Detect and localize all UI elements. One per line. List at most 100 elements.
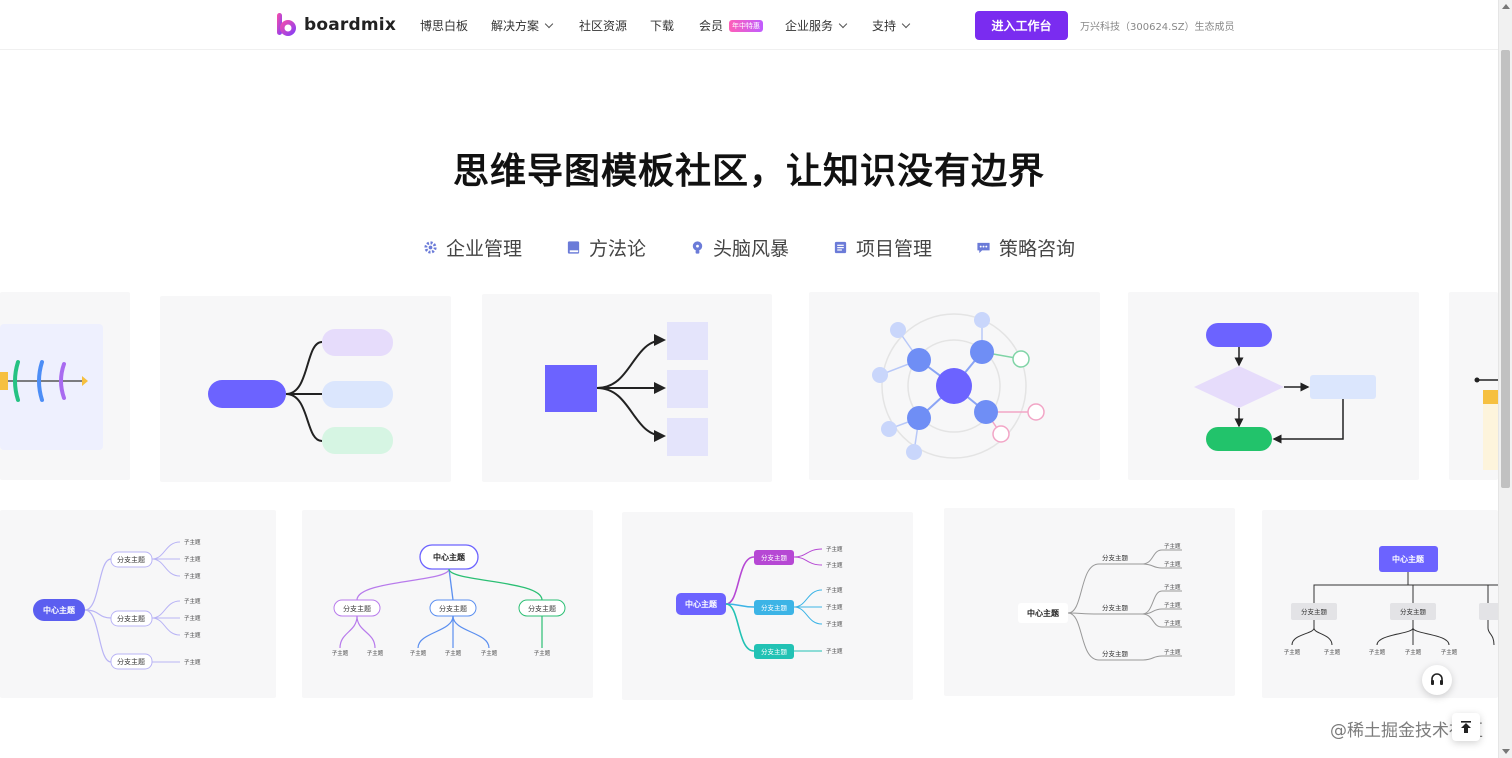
center-topic-label: 中心主题: [1392, 554, 1425, 564]
nav-item-membership[interactable]: 会员年中特惠: [699, 17, 764, 34]
nav-item-support[interactable]: 支持: [872, 17, 911, 34]
template-card-org-chart[interactable]: 中心主题 分支主题 分支主题 分支主题 子主题 子主题 子主题 子: [302, 510, 593, 698]
nav-item-download[interactable]: 下载: [650, 17, 674, 34]
subtopic-label: 子主题: [184, 597, 201, 605]
nav-label: 企业服务: [785, 19, 834, 33]
template-card-fishbone[interactable]: [0, 292, 130, 480]
colorful-mindmap-preview: 中心主题 分支主题 分支主题 分支主题 子主题 子主题 子主题 子主题 子主题 …: [676, 545, 843, 659]
template-card-network[interactable]: [809, 292, 1100, 480]
branch-topic-label: 分支主题: [1102, 649, 1129, 658]
arrow-up-icon: [1461, 721, 1471, 733]
branch-topic-label: 分支主题: [1102, 553, 1129, 562]
brand-logo[interactable]: boardmix: [276, 12, 396, 38]
subtopic-label: 子主题: [1164, 648, 1181, 656]
template-card-flowchart[interactable]: [1128, 292, 1419, 480]
branch-topic-label: 分支主题: [761, 553, 788, 562]
center-topic-label: 中心主题: [1027, 608, 1060, 618]
subtopic-label: 子主题: [1284, 648, 1301, 656]
enter-workspace-button[interactable]: 进入工作台: [975, 11, 1068, 40]
subtopic-label: 子主题: [826, 620, 843, 628]
center-topic-label: 中心主题: [433, 552, 466, 562]
branch-topic-label: 分支主题: [117, 614, 145, 623]
center-topic-label: 中心主题: [685, 599, 718, 609]
back-to-top-button[interactable]: [1452, 713, 1480, 741]
promo-badge: 年中特惠: [729, 19, 764, 32]
top-navigation-bar: boardmix 博思白板 解决方案 社区资源 下载 会员年中特惠 企业服务 支…: [0, 0, 1498, 50]
book-icon: [567, 241, 580, 254]
chat-icon: [977, 242, 990, 254]
tab-enterprise-management[interactable]: 企业管理: [423, 234, 522, 261]
org-chart-preview: 中心主题 分支主题 分支主题 分支主题 子主题 子主题 子主题 子: [332, 544, 566, 657]
template-card-mindmap-right[interactable]: 中心主题 分支主题 分支主题 分支主题 子主题 子主题 子主题 子主题 子主题 …: [0, 510, 276, 698]
tab-methodology[interactable]: 方法论: [566, 234, 646, 261]
network-preview: [872, 312, 1045, 460]
subtopic-label: 子主题: [1164, 542, 1181, 550]
branch-topic-label: 分支主题: [1400, 607, 1427, 616]
tab-label: 项目管理: [856, 238, 933, 260]
subtopic-label: 子主题: [184, 631, 201, 639]
subtopic-label: 子主题: [1164, 601, 1181, 609]
template-card-logic-chart[interactable]: [160, 296, 451, 482]
branch-topic-label: 分支主题: [343, 604, 371, 613]
tab-label: 策略咨询: [999, 238, 1076, 260]
subtopic-label: 子主题: [445, 649, 462, 657]
gear-icon: [424, 241, 437, 254]
fishbone-preview: [0, 324, 103, 450]
nav-label: 博思白板: [420, 19, 469, 33]
tab-strategy-consulting[interactable]: 策略咨询: [976, 234, 1075, 261]
tree-chart-preview: 中心主题 分支主题 分支主题 子主题 子主题 子主题 子主题 子主题: [1284, 546, 1498, 656]
subtopic-label: 子主题: [1441, 648, 1458, 656]
branch-topic-label: 分支主题: [761, 603, 788, 612]
chevron-down-icon: [544, 19, 554, 29]
chevron-down-icon: [838, 19, 848, 29]
category-tabs: 企业管理 方法论 头脑风暴 项目管理 策略咨询: [0, 234, 1498, 261]
lightbulb-icon: [692, 241, 703, 254]
subtopic-label: 子主题: [826, 586, 843, 594]
logic-chart-preview: [208, 329, 393, 454]
subtopic-label: 子主题: [1164, 583, 1181, 591]
tab-project-management[interactable]: 项目管理: [833, 234, 932, 261]
branch-topic-label: 分支主题: [1102, 603, 1129, 612]
mindmap-right-preview: 中心主题 分支主题 分支主题 分支主题 子主题 子主题 子主题 子主题 子主题 …: [33, 538, 201, 670]
page-title: 思维导图模板社区，让知识没有边界: [452, 151, 1045, 192]
tab-label: 头脑风暴: [712, 238, 789, 260]
customer-support-button[interactable]: [1422, 665, 1452, 695]
tab-label: 企业管理: [445, 238, 522, 260]
subtopic-label: 子主题: [1164, 560, 1181, 568]
nav-item-enterprise[interactable]: 企业服务: [785, 17, 848, 34]
template-card-tree-chart[interactable]: 中心主题 分支主题 分支主题 子主题 子主题 子主题 子主题 子主题: [1262, 510, 1498, 698]
template-card-timeline[interactable]: [1449, 292, 1498, 480]
branch-topic-label: 分支主题: [761, 647, 788, 656]
nav-item-whiteboard[interactable]: 博思白板: [420, 17, 468, 34]
template-card-colorful-mindmap[interactable]: 中心主题 分支主题 分支主题 分支主题 子主题 子主题 子主题 子主题 子主题 …: [622, 512, 913, 700]
nav-item-solutions[interactable]: 解决方案: [491, 17, 554, 34]
template-card-bracket-chart[interactable]: [482, 294, 772, 482]
template-card-simple-mindmap[interactable]: 中心主题 分支主题 分支主题 分支主题 子主题 子主题 子主题 子主题 子主题: [944, 508, 1235, 696]
branch-topic-label: 分支主题: [117, 555, 145, 564]
subtopic-label: 子主题: [481, 649, 498, 657]
scrollbar-thumb[interactable]: [1501, 50, 1510, 488]
subtopic-label: 子主题: [1164, 619, 1181, 627]
scroll-up-arrow-icon[interactable]: [1502, 4, 1510, 9]
subtopic-label: 子主题: [1405, 648, 1422, 656]
branch-topic-label: 分支主题: [439, 604, 467, 613]
subtopic-label: 子主题: [367, 649, 384, 657]
subtopic-label: 子主题: [826, 545, 843, 553]
subtopic-label: 子主题: [184, 555, 201, 563]
subtopic-label: 子主题: [184, 538, 201, 546]
vertical-scrollbar[interactable]: [1498, 0, 1512, 758]
tab-brainstorm[interactable]: 头脑风暴: [690, 234, 789, 261]
nav-item-community[interactable]: 社区资源: [579, 17, 627, 34]
scroll-down-arrow-icon[interactable]: [1502, 749, 1510, 754]
partner-text: 万兴科技（300624.SZ）生态成员: [1080, 22, 1235, 33]
boardmix-logo-icon: [277, 13, 296, 36]
watermark-text: @稀土掘金技术社区: [1330, 721, 1483, 741]
subtopic-label: 子主题: [534, 649, 551, 657]
timeline-preview: [1474, 377, 1498, 470]
subtopic-label: 子主题: [1369, 648, 1386, 656]
chevron-down-icon: [901, 19, 911, 29]
headset-icon: [1431, 673, 1443, 685]
subtopic-label: 子主题: [184, 658, 201, 666]
flowchart-preview: [1194, 323, 1376, 451]
